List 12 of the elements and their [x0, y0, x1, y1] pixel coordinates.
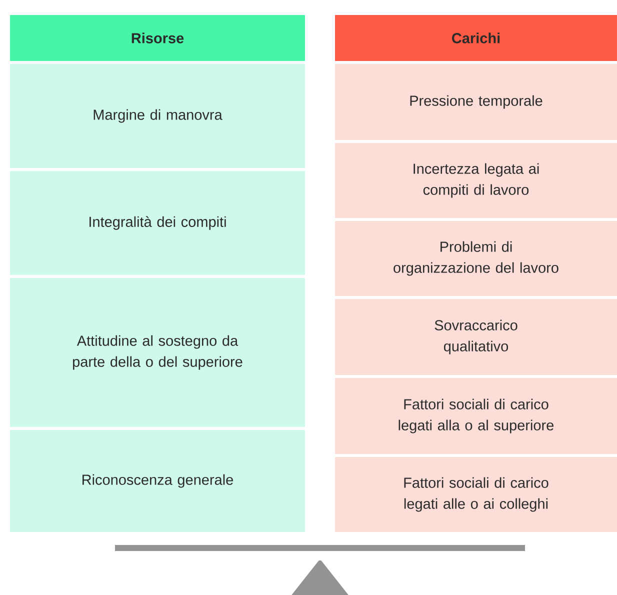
table-cell: Attitudine al sostegno da parte della o del superiore — [10, 278, 305, 427]
column-header: Risorse — [10, 15, 305, 61]
column-header: Carichi — [335, 15, 617, 61]
table-cell: Integralità dei compiti — [10, 171, 305, 275]
table-cell: Fattori sociali di carico legati alla o al superiore — [335, 378, 617, 454]
table-cell: Pressione temporale — [335, 64, 617, 140]
table-cell: Incertezza legata ai compiti di lavoro — [335, 143, 617, 218]
table-cell: Riconoscenza generale — [10, 430, 305, 532]
table-cell: Margine di manovra — [10, 64, 305, 168]
table-cell: Problemi di organizzazione del lavoro — [335, 221, 617, 296]
table-cell: Fattori sociali di carico legati alle o ai colleghi — [335, 457, 617, 532]
table-cell: Sovraccarico qualitativo — [335, 299, 617, 375]
